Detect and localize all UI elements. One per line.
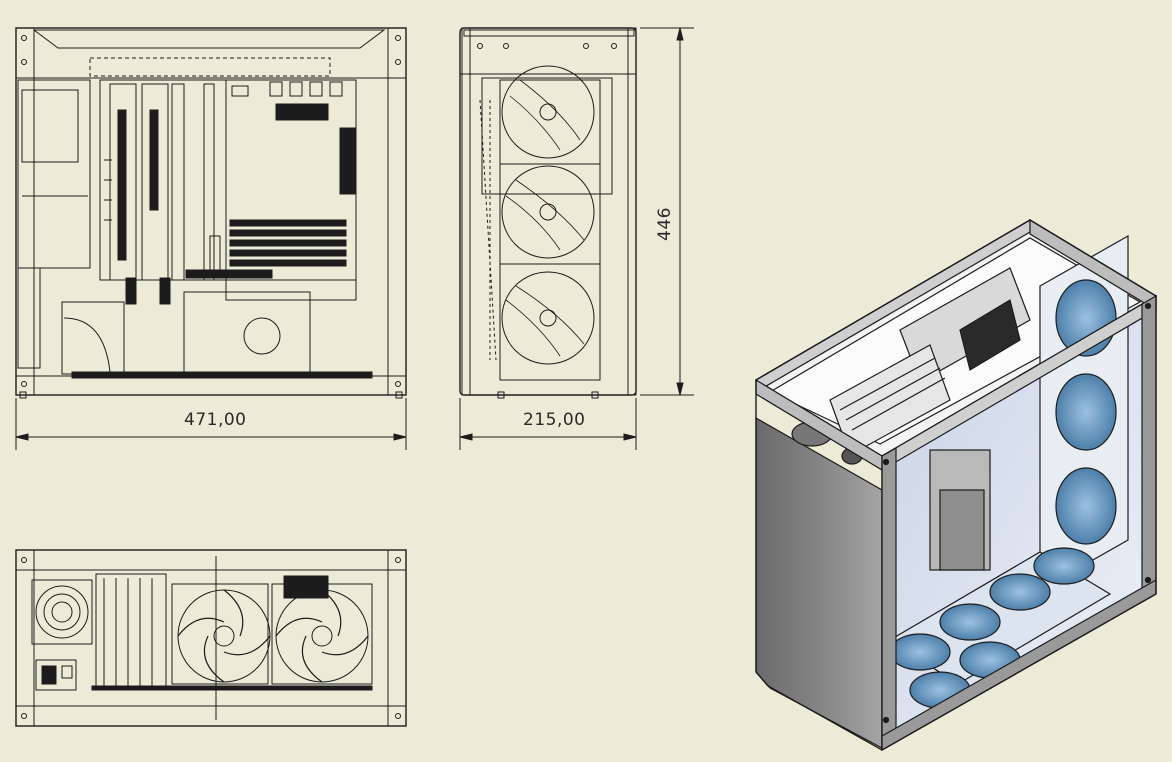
width-dimension-line — [15, 398, 407, 450]
front-view — [15, 27, 407, 399]
width-dimension-value: 471,00 — [184, 410, 247, 430]
side-view — [459, 27, 637, 399]
depth-dimension-value: 215,00 — [523, 410, 586, 430]
isometric-view — [754, 218, 1158, 752]
depth-dimension-line — [459, 398, 637, 450]
height-dimension-value: 446 — [654, 207, 675, 241]
bottom-view — [15, 549, 407, 727]
height-dimension-line — [640, 27, 694, 396]
